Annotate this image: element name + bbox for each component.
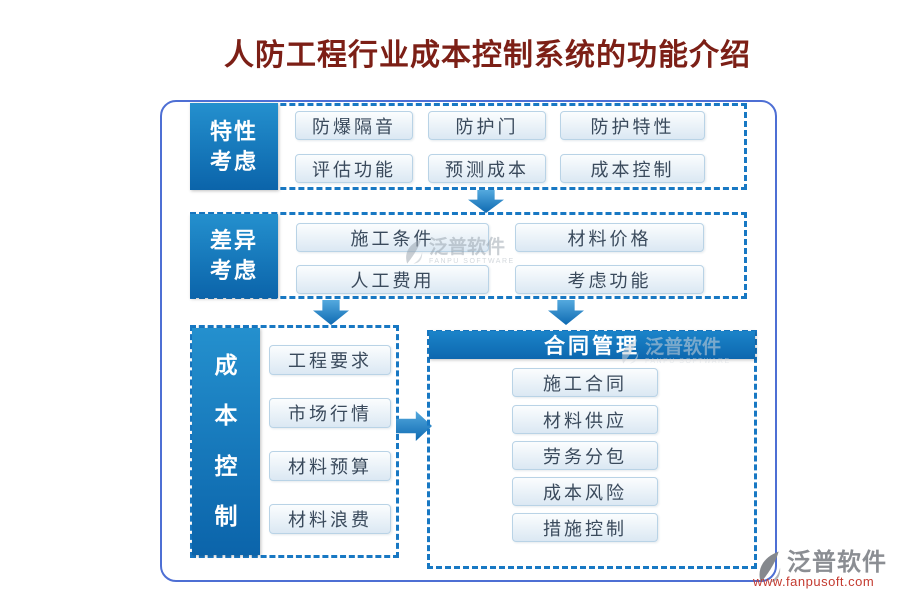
fanpu-logo-icon <box>759 551 781 583</box>
cost-item: 市场行情 <box>269 398 391 428</box>
difference-item: 人工费用 <box>296 265 489 294</box>
brand-logo: 泛普软件 <box>754 550 887 584</box>
cost-section-header: 成 本 控 制 <box>192 328 260 555</box>
feature-item: 防护门 <box>428 111 546 140</box>
cost-item: 材料浪费 <box>269 504 391 534</box>
feature-header-line1: 特性 <box>209 118 258 144</box>
contract-header-label: 合同管理 <box>544 334 640 358</box>
difference-item: 施工条件 <box>296 223 489 252</box>
cost-item: 材料预算 <box>269 451 391 481</box>
cost-section-box <box>190 325 399 558</box>
brand-url: www.fanpusoft.com <box>753 574 875 589</box>
contract-item: 劳务分包 <box>512 441 658 470</box>
contract-item: 材料供应 <box>512 405 658 434</box>
feature-section-header: 特性 考虑 <box>190 103 278 190</box>
difference-item: 材料价格 <box>515 223 704 252</box>
page-title: 人防工程行业成本控制系统的功能介绍 <box>224 39 751 72</box>
feature-item: 预测成本 <box>428 154 546 183</box>
feature-item: 成本控制 <box>560 154 705 183</box>
contract-item: 措施控制 <box>512 513 658 542</box>
difference-header-line2: 考虑 <box>209 258 258 283</box>
cost-header-char: 成 <box>214 353 238 379</box>
cost-header-char: 本 <box>214 403 238 429</box>
feature-item: 防爆隔音 <box>295 111 413 140</box>
difference-section-header: 差异 考虑 <box>190 214 278 298</box>
cost-item: 工程要求 <box>269 345 391 375</box>
feature-header-line2: 考虑 <box>209 148 258 174</box>
cost-header-char: 制 <box>214 503 238 529</box>
contract-item: 施工合同 <box>512 368 658 397</box>
cost-header-char: 控 <box>214 453 238 479</box>
difference-header-line1: 差异 <box>209 228 258 253</box>
contract-item: 成本风险 <box>512 477 658 506</box>
feature-item: 评估功能 <box>295 154 413 183</box>
feature-item: 防护特性 <box>560 111 705 140</box>
contract-section-header: 合同管理 <box>429 331 755 359</box>
difference-item: 考虑功能 <box>515 265 704 294</box>
brand-name: 泛普软件 <box>787 550 887 576</box>
